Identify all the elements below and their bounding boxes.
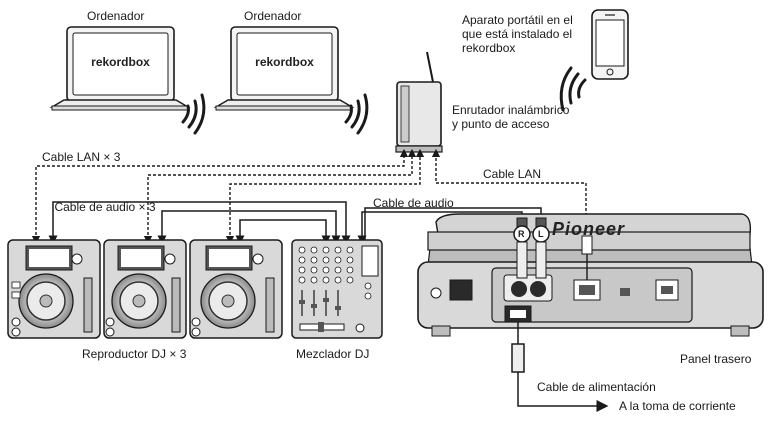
rca-plugs: [513, 217, 550, 279]
mobile-phone: [591, 9, 629, 80]
wifi-icon: [344, 93, 369, 135]
jack-r-label: R: [518, 229, 525, 239]
dj-player-1: [7, 239, 101, 339]
dj-player-2: [103, 239, 187, 339]
lan-cable-x3-label: Cable LAN × 3: [42, 150, 121, 164]
dj-mixer: [291, 239, 383, 339]
lan-cables: [31, 148, 591, 245]
lan-plug: [581, 235, 593, 280]
router-label: Enrutador inalámbrico y punto de acceso: [452, 103, 570, 131]
dj-mixer-label: Mezclador DJ: [296, 347, 370, 361]
laptop-2-screen-text: rekordbox: [255, 55, 314, 69]
laptop-1-screen-text: rekordbox: [91, 55, 150, 69]
wifi-icon: [559, 66, 587, 112]
laptop-2: [213, 26, 355, 111]
audio-cable-label: Cable de audio: [373, 196, 454, 210]
dj-player-3: [189, 239, 283, 339]
computer-1-label: Ordenador: [87, 9, 145, 23]
laptop-1: [49, 26, 191, 111]
audio-cable-x3-label: Cable de audio × 3: [54, 200, 156, 214]
brand-logo: Pioneer: [552, 219, 626, 239]
player-rear-panel: [417, 213, 764, 337]
wireless-router: [395, 51, 443, 153]
computer-2-label: Ordenador: [244, 9, 302, 23]
lan-cable-label: Cable LAN: [483, 167, 542, 181]
dj-players-label: Reproductor DJ × 3: [82, 347, 187, 361]
power-cable-label: Cable de alimentación: [537, 380, 656, 394]
power-outlet-label: A la toma de corriente: [619, 399, 736, 413]
rear-panel-label: Panel trasero: [680, 352, 752, 366]
mobile-device-label: Aparato portátil en el que está instalad…: [462, 13, 573, 55]
power-cable: [511, 322, 609, 412]
jack-l-label: L: [538, 229, 544, 239]
wifi-icon: [181, 93, 206, 135]
